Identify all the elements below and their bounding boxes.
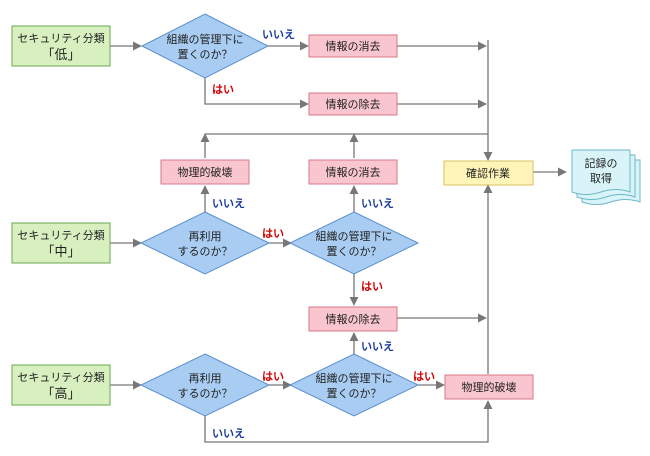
decision-high-managed-line2: 置くのか？ [327,387,382,400]
action-erase-mid: 情報の消去 [308,159,398,185]
decision-mid-managed-line2: 置くのか？ [327,245,382,258]
classification-mid-line1: セキュリティ分類 [17,229,104,242]
decision-mid-reuse: 再利用 するのか？ [139,211,271,275]
decision-high-managed-line1: 組織の管理下に [316,371,393,385]
decision-mid-reuse-line1: 再利用 [189,230,222,243]
record-document-icon: 記録の 取得 [571,149,641,205]
classification-low-line2: 「低」 [41,48,80,63]
label-yes-high-reuse: はい [262,370,284,383]
action-erase-low-label: 情報の消去 [326,39,381,53]
label-yes-high-managed: はい [413,370,435,383]
action-remove-low-label: 情報の除去 [326,97,381,111]
decision-mid-reuse-line2: するのか？ [178,245,233,258]
decision-low-managed: 組織の管理下に 置くのか？ [140,13,270,79]
action-remove-shared-label: 情報の除去 [326,312,381,326]
action-destroy-high: 物理的破壊 [444,374,534,400]
action-destroy-high-label: 物理的破壊 [462,380,517,394]
action-erase-low: 情報の消去 [308,34,398,58]
decision-low-managed-line1: 組織の管理下に [167,32,244,46]
decision-high-managed: 組織の管理下に 置くのか？ [288,353,420,417]
action-destroy-mid-label: 物理的破壊 [178,165,233,179]
action-destroy-mid: 物理的破壊 [160,159,250,185]
label-yes-mid-managed: はい [361,280,383,293]
confirm-box: 確認作業 [443,160,534,186]
decision-high-reuse-line1: 再利用 [189,372,222,385]
classification-low: セキュリティ分類 「低」 [11,25,111,67]
connectors [110,40,567,443]
action-erase-mid-label: 情報の消去 [326,165,381,179]
label-no-low-managed: いいえ [262,28,295,41]
decision-high-reuse: 再利用 するのか？ [139,353,271,417]
label-no-mid-reuse: いいえ [212,197,245,210]
label-no-high-reuse: いいえ [212,427,245,440]
label-yes-low-managed: はい [212,83,234,96]
decision-mid-managed-line1: 組織の管理下に [316,229,393,243]
classification-mid: セキュリティ分類 「中」 [11,222,111,264]
action-remove-low: 情報の除去 [308,92,398,116]
label-yes-mid-reuse: はい [262,227,284,240]
record-line1: 記録の [585,156,618,170]
decision-low-managed-line2: 置くのか？ [178,48,233,61]
record-line2: 取得 [590,172,612,185]
action-remove-shared: 情報の除去 [308,306,398,332]
classification-mid-line2: 「中」 [41,245,80,260]
label-no-high-managed: いいえ [361,340,394,353]
classification-high: セキュリティ分類 「高」 [11,364,111,406]
confirm-label: 確認作業 [466,166,510,180]
label-no-mid-managed: いいえ [361,197,394,210]
decision-mid-managed: 組織の管理下に 置くのか？ [288,211,420,275]
answer-labels: いいえ はい いいえ はい いいえ はい いいえ はい はい いいえ [212,28,435,440]
classification-low-line1: セキュリティ分類 [17,32,104,45]
classification-high-line2: 「高」 [41,386,80,402]
decision-high-reuse-line2: するのか？ [178,387,233,400]
classification-high-line1: セキュリティ分類 [17,371,104,384]
